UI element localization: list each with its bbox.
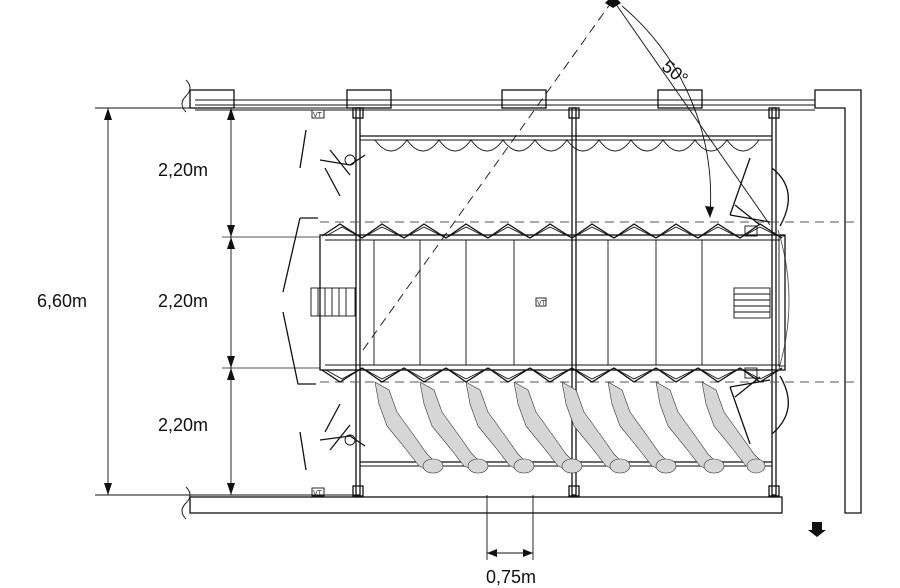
cow-figure (561, 381, 631, 474)
vt-markers (311, 109, 547, 497)
cow-figure (465, 381, 535, 474)
angle-label: 50° (658, 56, 692, 89)
cow-figure (607, 381, 677, 474)
cow-figure (655, 381, 725, 474)
cow-figure (374, 381, 444, 474)
wall-block (501, 89, 547, 109)
exit-arrow-icon (808, 522, 826, 537)
lower-zigzag-stalls (321, 367, 783, 383)
vt-label-top: VT (313, 112, 323, 119)
dim-total-width: 6,60m (37, 291, 87, 311)
cow-figure (419, 381, 489, 474)
dim-lane-middle: 2,20m (158, 291, 208, 311)
structural-frame (352, 107, 780, 497)
upper-zigzag-stalls (321, 223, 783, 239)
cow-figure (513, 381, 583, 474)
wall-block (346, 89, 392, 109)
break-mark (181, 486, 191, 520)
cow-figure (701, 381, 766, 474)
building-walls (181, 79, 862, 537)
vt-label-bottom: VT (313, 490, 323, 497)
wall-block (657, 89, 703, 109)
top-stall-row (374, 139, 760, 152)
dim-lane-top: 2,20m (158, 160, 208, 180)
right-wall (814, 89, 862, 514)
bottom-wall (189, 496, 783, 514)
dim-lane-bottom: 2,20m (158, 415, 208, 435)
dimension-lines (95, 107, 534, 560)
dim-stall-width: 0,75m (486, 567, 536, 587)
vt-label-center: VT (537, 300, 547, 307)
gates (299, 129, 790, 471)
break-mark (181, 79, 191, 113)
angle-indicator (362, 0, 771, 351)
cow-row (374, 381, 766, 474)
